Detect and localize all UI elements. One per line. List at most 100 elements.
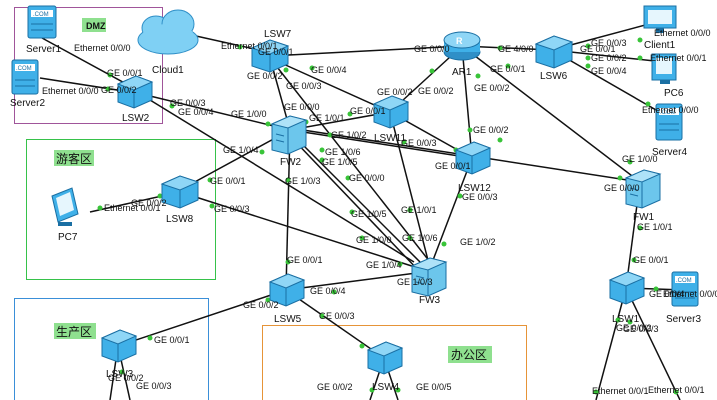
port-dot xyxy=(407,235,413,241)
port-label: GE 4/0/0 xyxy=(498,44,534,54)
lsw3-node[interactable]: LSW3 xyxy=(100,329,138,380)
port-label: GE 0/0/4 xyxy=(310,286,346,296)
link xyxy=(595,287,627,400)
port-label: GE 0/0/2 xyxy=(101,85,137,95)
lsw8-node[interactable]: LSW8 xyxy=(160,175,200,225)
port-label: GE 0/0/3 xyxy=(591,38,627,48)
port-label: GE 0/0/4 xyxy=(649,289,685,299)
port-label: Ethernet 0/0/1 xyxy=(648,385,705,395)
port-label: GE 0/0/3 xyxy=(319,311,355,321)
port-label: GE 0/0/0 xyxy=(604,183,640,193)
port-label: GE 1/0/1 xyxy=(401,205,437,215)
port-label: GE 0/0/2 xyxy=(591,53,627,63)
port-label: GE 0/0/2 xyxy=(317,382,353,392)
port-dot xyxy=(467,127,473,133)
fw3-node[interactable]: FW3 xyxy=(410,257,448,306)
port-labels: Ethernet 0/0/0 GE 0/0/1 Ethernet 0/0/0 G… xyxy=(42,28,717,396)
firewall-icon xyxy=(270,115,308,155)
server1-node[interactable]: .COM Server1 xyxy=(26,5,61,55)
port-dot xyxy=(309,65,315,71)
server4-node[interactable]: .COM Server4 xyxy=(652,103,687,158)
port-dot xyxy=(627,159,633,165)
link xyxy=(149,99,415,263)
switch-icon xyxy=(116,75,154,109)
device-label: PC7 xyxy=(58,232,78,243)
lsw1-node[interactable]: LSW1 xyxy=(608,271,646,325)
port-dot xyxy=(283,67,289,73)
guest-zone-label: 游客区 xyxy=(54,150,94,166)
fw2-node[interactable]: FW2 xyxy=(270,115,308,168)
port-label: GE 0/0/5 xyxy=(416,382,452,392)
port-label: GE 0/0/1 xyxy=(490,64,526,74)
lsw6-node[interactable]: LSW6 xyxy=(534,35,574,82)
client-icon xyxy=(643,5,677,33)
pc-icon xyxy=(651,53,677,84)
fw1-node[interactable]: FW1 xyxy=(624,169,662,223)
port-dot xyxy=(345,175,351,181)
port-dot xyxy=(319,313,325,319)
port-dot xyxy=(285,177,291,183)
pc6-node[interactable]: PC6 xyxy=(651,53,684,99)
pc7-node[interactable]: PC7 xyxy=(51,187,79,243)
link xyxy=(389,111,431,269)
server2-node[interactable]: .COM Server2 xyxy=(10,59,45,109)
lsw5-node[interactable]: LSW5 xyxy=(268,273,306,325)
port-label: GE 1/0/5 xyxy=(351,209,387,219)
device-label: Client1 xyxy=(644,40,676,51)
svg-text:办公区: 办公区 xyxy=(451,347,487,362)
port-label: GE 1/0/6 xyxy=(402,233,438,243)
svg-text:.COM: .COM xyxy=(676,278,692,284)
port-dot xyxy=(359,235,365,241)
port-dots xyxy=(97,37,679,395)
svg-text:.COM: .COM xyxy=(33,12,49,18)
port-label: GE 1/0/4 xyxy=(223,145,259,155)
port-label: GE 0/0/2 xyxy=(418,86,454,96)
device-label: LSW7 xyxy=(264,29,292,40)
port-dot xyxy=(653,286,659,292)
client1-node[interactable]: Client1 xyxy=(643,5,677,51)
link xyxy=(285,271,425,291)
port-label: GE 0/0/2 xyxy=(377,87,413,97)
port-label: GE 0/0/3 xyxy=(286,81,322,91)
lsw11-node[interactable]: LSW11 xyxy=(372,95,410,144)
port-label: Ethernet 0/0/1 xyxy=(650,53,707,63)
cloud-icon xyxy=(137,9,199,55)
lsw7-node[interactable]: LSW7 xyxy=(250,29,292,73)
lsw4-node[interactable]: LSW4 xyxy=(366,341,404,393)
server3-node[interactable]: .COM Server3 xyxy=(666,271,701,325)
link xyxy=(289,129,473,159)
cloud1-node[interactable]: Cloud1 xyxy=(137,9,199,76)
link xyxy=(625,287,681,400)
port-label: Ethernet 0/0/0 xyxy=(74,43,131,53)
port-label: GE 1/0/4 xyxy=(366,260,402,270)
device-label: Server1 xyxy=(26,44,61,55)
dmz-zone-label: DMZ xyxy=(82,18,106,32)
port-dot xyxy=(497,137,503,143)
ar1-node[interactable]: R AR1 xyxy=(443,31,481,78)
switch-icon xyxy=(268,273,306,307)
lsw12-node[interactable]: LSW12 xyxy=(454,141,492,194)
port-label: GE 1/0/3 xyxy=(397,277,433,287)
port-dot xyxy=(631,257,637,263)
port-dot xyxy=(585,55,591,61)
port-label: GE 0/0/2 xyxy=(247,71,283,81)
port-dot xyxy=(319,147,325,153)
switch-icon xyxy=(366,341,404,375)
switch-icon xyxy=(160,175,200,209)
port-label: GE 0/0/2 xyxy=(473,125,509,135)
device-label: LSW1 xyxy=(612,314,640,325)
port-dot xyxy=(585,43,591,49)
port-dot xyxy=(347,111,353,117)
port-label: GE 0/0/2 xyxy=(108,373,144,383)
port-dot xyxy=(265,297,271,303)
svg-text:.COM: .COM xyxy=(660,110,676,116)
port-dot xyxy=(105,86,111,92)
port-label: GE 0/0/2 xyxy=(243,300,279,310)
port-label: GE 0/0/3 xyxy=(214,204,250,214)
port-label: GE 0/0/1 xyxy=(258,47,294,57)
lsw2-node[interactable]: LSW2 xyxy=(116,75,154,124)
port-label: Ethernet 0/0/0 xyxy=(42,86,99,96)
link xyxy=(269,45,463,57)
port-dot xyxy=(645,101,651,107)
